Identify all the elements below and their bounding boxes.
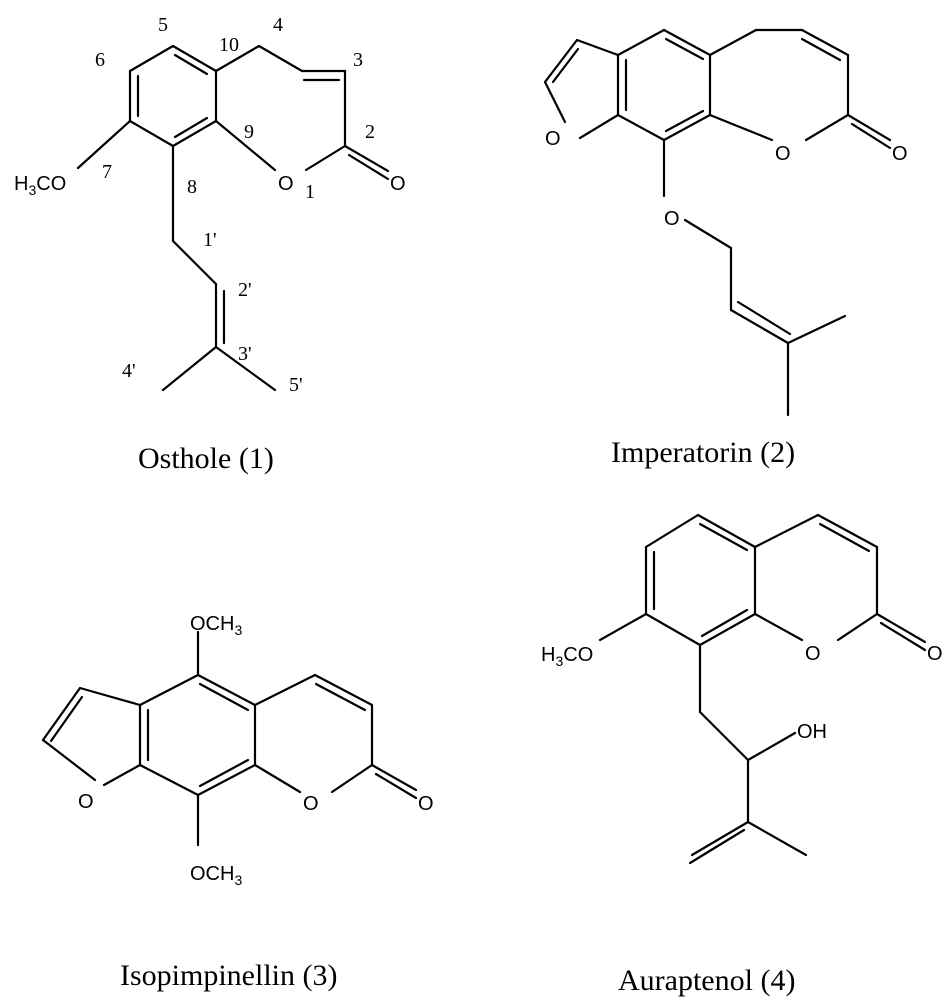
ring-oxygen: O <box>775 143 791 165</box>
num-5: 5 <box>158 14 168 36</box>
num-2: 2 <box>365 121 375 143</box>
num-3-prime: 3' <box>238 343 252 365</box>
num-4-prime: 4' <box>122 360 136 382</box>
compound-name: Isopimpinellin (3) <box>120 959 337 992</box>
carbonyl-oxygen: O <box>892 143 908 165</box>
num-3: 3 <box>353 49 363 71</box>
num-1: 1 <box>305 181 315 203</box>
methoxy-top-label: OCH3 <box>190 613 242 638</box>
ring-oxygen: O <box>278 173 294 195</box>
bonds <box>543 28 892 417</box>
num-7: 7 <box>102 161 112 183</box>
bonds <box>41 630 418 847</box>
atom-numbering: 5 4 10 3 6 9 2 7 8 1 1' 2' 3' 4' 5' <box>95 14 375 396</box>
compound-name: Imperatorin (2) <box>611 436 795 469</box>
num-2-prime: 2' <box>238 279 252 301</box>
num-5-prime: 5' <box>289 374 303 396</box>
num-9: 9 <box>244 121 254 143</box>
bonds <box>598 513 927 865</box>
methoxy-label: H3CO <box>541 644 593 669</box>
carbonyl-oxygen: O <box>418 793 434 815</box>
structure-imperatorin: O O O O Imperatorin (2) <box>543 28 908 469</box>
ring-oxygen: O <box>805 643 821 665</box>
structure-isopimpinellin: OCH3 OCH3 O O O Isopimpinellin (3) <box>41 613 434 992</box>
num-6: 6 <box>95 49 105 71</box>
compound-name: Osthole (1) <box>138 442 274 475</box>
num-10: 10 <box>219 34 239 56</box>
furan-oxygen: O <box>545 128 561 150</box>
hydroxyl-label: OH <box>797 721 827 743</box>
furan-oxygen: O <box>78 791 94 813</box>
methoxy-label: H3CO <box>14 173 66 198</box>
num-1-prime: 1' <box>203 229 217 251</box>
methoxy-bottom-label: OCH3 <box>190 863 242 888</box>
compound-name: Auraptenol (4) <box>618 964 795 997</box>
structure-auraptenol: H3CO O O OH Auraptenol (4) <box>541 513 943 997</box>
bonds <box>76 44 390 392</box>
ring-oxygen: O <box>303 793 319 815</box>
carbonyl-oxygen: O <box>927 643 943 665</box>
structure-osthole: H3CO O O 5 4 10 3 6 9 2 7 8 1 1' 2' 3' 4… <box>14 14 406 475</box>
num-8: 8 <box>187 176 197 198</box>
ether-oxygen: O <box>664 208 680 230</box>
num-4: 4 <box>273 14 283 36</box>
carbonyl-oxygen: O <box>390 173 406 195</box>
